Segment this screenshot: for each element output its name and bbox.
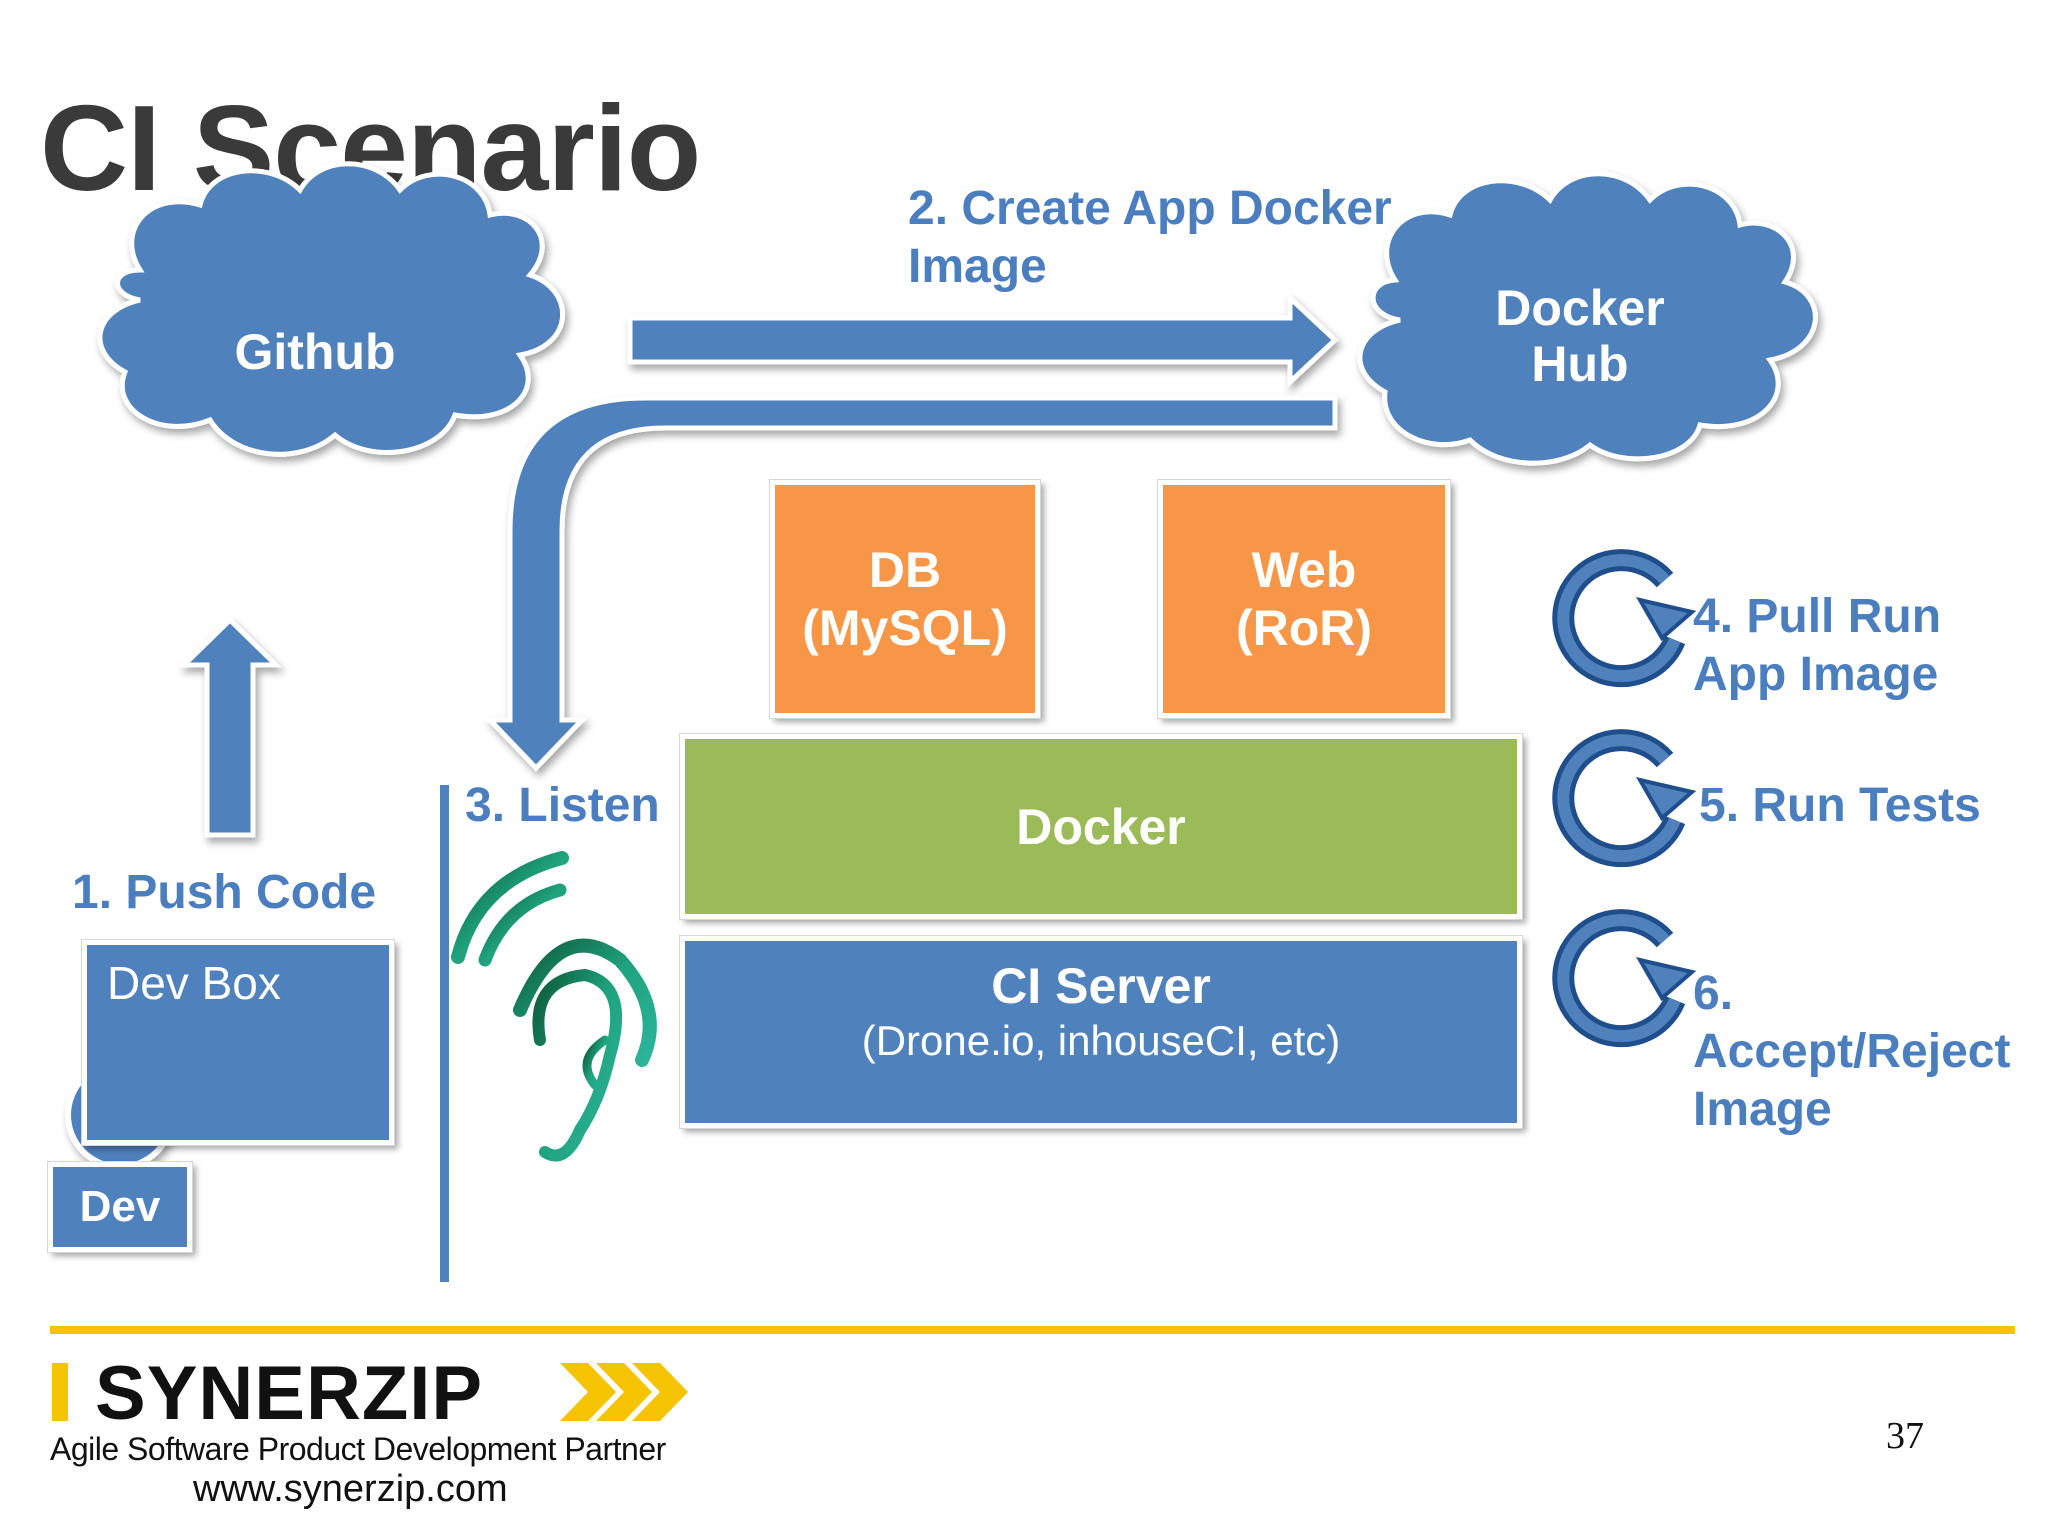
cycle-arrow-icon-2 xyxy=(1552,729,1697,868)
logo-chevrons-icon xyxy=(560,1363,688,1421)
separator-line xyxy=(440,785,449,1282)
page-number: 37 xyxy=(1886,1415,1924,1457)
arrow-curved-to-listen xyxy=(484,395,1338,772)
arrow-up-to-github xyxy=(177,616,283,838)
web-box: Web (RoR) xyxy=(1157,479,1451,719)
dev-label-box: Dev xyxy=(47,1161,193,1253)
step-1-label: 1. Push Code xyxy=(72,866,377,919)
step-3-label: 3. Listen xyxy=(465,779,660,832)
db-label-line1: DB xyxy=(868,542,942,598)
cycle-arrow-icon-1 xyxy=(1552,549,1697,688)
step-2-label-line2: Image xyxy=(908,240,1047,293)
github-cloud xyxy=(97,161,566,457)
dev-box-label: Dev Box xyxy=(107,957,281,1009)
ci-server-box: CI Server (Drone.io, inhouseCI, etc) xyxy=(679,935,1523,1129)
logo-bar xyxy=(52,1363,68,1421)
step-4-label-line2: App Image xyxy=(1693,648,1939,701)
ci-server-subtitle: (Drone.io, inhouseCI, etc) xyxy=(861,1017,1341,1064)
docker-label: Docker xyxy=(1016,798,1186,855)
docker-box: Docker xyxy=(679,733,1523,920)
docker-hub-label-line2: Hub xyxy=(1531,336,1629,392)
db-box: DB (MySQL) xyxy=(769,479,1041,719)
dev-box: Dev Box xyxy=(81,939,395,1146)
cycle-arrow-icon-3 xyxy=(1552,909,1697,1048)
synerzip-logo-text: SYNERZIP xyxy=(95,1351,484,1436)
step-6-label-line2: Accept/Reject xyxy=(1693,1025,2011,1078)
web-label-line2: (RoR) xyxy=(1235,600,1373,656)
footer-divider xyxy=(50,1326,2015,1334)
web-label-line1: Web xyxy=(1251,542,1357,598)
dev-label: Dev xyxy=(79,1182,161,1231)
ear-icon xyxy=(451,851,657,1162)
step-6-label-line1: 6. xyxy=(1693,967,1734,1020)
arrow-to-docker-hub xyxy=(627,292,1339,388)
github-label: Github xyxy=(234,324,396,380)
db-label-line2: (MySQL) xyxy=(802,600,1008,656)
step-5-label: 5. Run Tests xyxy=(1699,779,1981,832)
step-4-label-line1: 4. Pull Run xyxy=(1693,590,1942,643)
footer-tagline: Agile Software Product Development Partn… xyxy=(50,1431,666,1467)
step-2-label-line1: 2. Create App Docker xyxy=(908,182,1392,235)
footer-url: www.synerzip.com xyxy=(193,1468,508,1510)
ci-server-title: CI Server xyxy=(991,958,1211,1014)
docker-hub-label-line1: Docker xyxy=(1495,280,1665,336)
docker-hub-cloud xyxy=(1357,171,1818,466)
step-6-label-line3: Image xyxy=(1693,1083,1832,1136)
